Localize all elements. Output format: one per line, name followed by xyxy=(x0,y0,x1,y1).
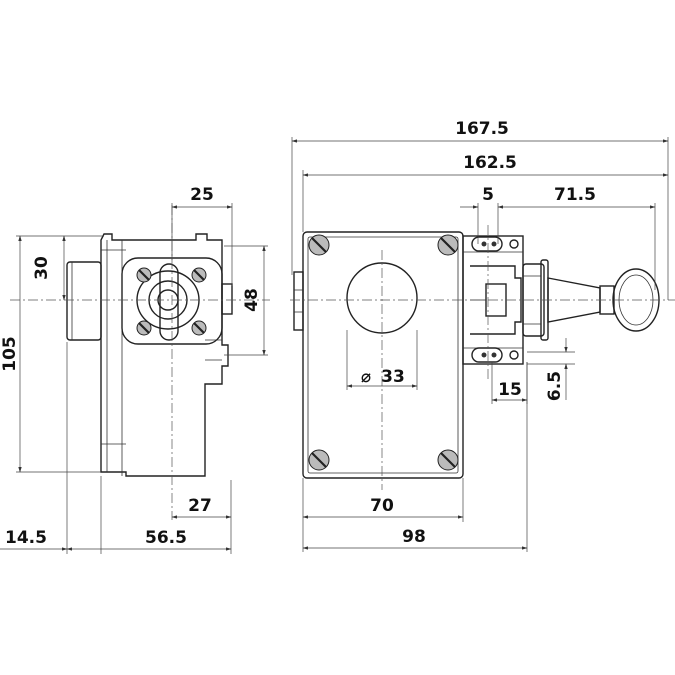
front-screw-icon xyxy=(308,234,459,471)
dim-side-centers: 48 xyxy=(242,288,262,312)
front-housing xyxy=(302,231,464,479)
dim-diameter-symbol: ⌀ xyxy=(361,367,371,387)
dim-side-depth: 56.5 xyxy=(145,528,187,548)
dim-mount-spacing: 70 xyxy=(370,496,394,516)
dim-side-height: 105 xyxy=(0,336,20,372)
dim-hole-diameter: 33 xyxy=(381,367,405,387)
dim-eye-length: 71.5 xyxy=(554,185,596,205)
front-view xyxy=(290,225,675,490)
side-view xyxy=(10,205,270,520)
dim-body-width: 98 xyxy=(402,527,426,547)
dimension-lines xyxy=(0,137,669,554)
side-body xyxy=(100,233,229,477)
dim-slot-offset: 6.5 xyxy=(545,371,565,401)
dim-overall-length: 167.5 xyxy=(455,119,509,139)
dim-side-height-upper: 30 xyxy=(32,256,52,280)
side-screw-icon xyxy=(136,267,207,336)
dim-side-left-offset: 14.5 xyxy=(5,528,47,548)
dim-side-width: 25 xyxy=(190,185,214,205)
dim-top-offset: 5 xyxy=(482,185,494,205)
dim-slot-spacing: 15 xyxy=(498,380,522,400)
dimension-labels: 167.5 162.5 5 71.5 25 30 105 48 27 14.5 … xyxy=(0,119,596,548)
dim-side-bottom: 27 xyxy=(188,496,212,516)
dim-body-length: 162.5 xyxy=(463,153,517,173)
